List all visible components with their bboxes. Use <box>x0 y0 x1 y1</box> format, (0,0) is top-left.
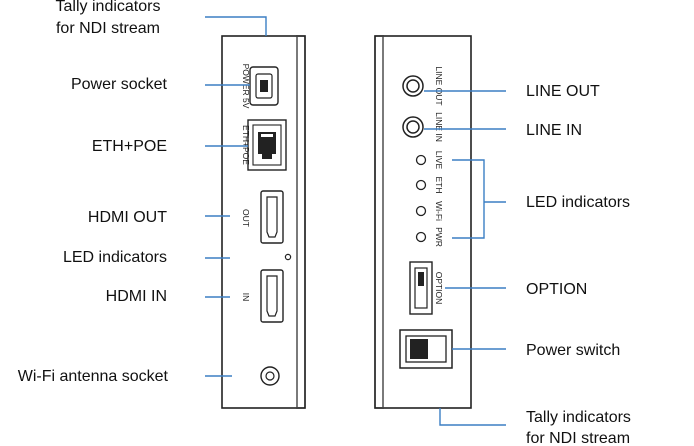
led-indicators-label-left: LED indicators <box>63 249 167 266</box>
left-device-panel: POWER 5V ETH+POE OUT IN <box>221 35 306 409</box>
line-out-label: LINE OUT <box>526 83 600 100</box>
out-text: OUT <box>241 209 251 227</box>
eth-poe-label: ETH+POE <box>92 138 167 155</box>
power-switch-icon <box>399 329 453 369</box>
power-5v-text: POWER 5V <box>241 64 251 109</box>
right-device-panel: LINE OUT LINE IN LIVE ETH Wi-Fi PWR OPTI… <box>374 35 472 409</box>
left-leader-lines <box>205 16 267 377</box>
led-eth-text: ETH <box>434 177 444 194</box>
power-switch-label: Power switch <box>526 342 620 359</box>
hdmi-out-label: HDMI OUT <box>88 209 167 226</box>
led-live-text: LIVE <box>434 151 444 170</box>
right-leader-lines <box>424 90 506 426</box>
option-device-text: OPTION <box>434 272 444 305</box>
left-panel-edge <box>296 35 306 409</box>
line-out-jack-icon <box>402 75 424 97</box>
led-pwr-icon <box>415 231 427 243</box>
ethernet-port-icon <box>247 119 287 171</box>
led-indicator-icon <box>284 253 292 261</box>
wifi-antenna-socket-icon <box>260 366 280 386</box>
led-eth-icon <box>415 179 427 191</box>
hdmi-in-port-icon <box>260 269 284 323</box>
right-panel-edge <box>374 35 384 409</box>
hdmi-in-label: HDMI IN <box>106 288 167 305</box>
wifi-antenna-socket-label: Wi-Fi antenna socket <box>18 368 169 385</box>
led-indicators-label-right: LED indicators <box>526 194 630 211</box>
led-wifi-text: Wi-Fi <box>434 201 444 221</box>
tally-indicators-label-line2: for NDI stream <box>56 20 160 37</box>
eth-poe-text: ETH+POE <box>241 125 251 165</box>
tally-indicators-right-line1: Tally indicators <box>526 409 631 426</box>
led-pwr-text: PWR <box>434 227 444 247</box>
tally-indicators-right-line2: for NDI stream <box>526 430 630 446</box>
led-wifi-icon <box>415 205 427 217</box>
tally-indicators-label-line1: Tally indicators <box>56 0 161 15</box>
in-text: IN <box>241 293 251 302</box>
line-in-device-text: LINE IN <box>434 112 444 142</box>
option-label: OPTION <box>526 281 587 298</box>
option-port-icon <box>409 261 433 315</box>
line-in-label: LINE IN <box>526 122 582 139</box>
line-in-jack-icon <box>402 116 424 138</box>
power-socket-icon <box>249 66 279 106</box>
led-live-icon <box>415 154 427 166</box>
power-socket-label: Power socket <box>71 76 168 93</box>
hdmi-out-port-icon <box>260 190 284 244</box>
line-out-device-text: LINE OUT <box>434 66 444 105</box>
